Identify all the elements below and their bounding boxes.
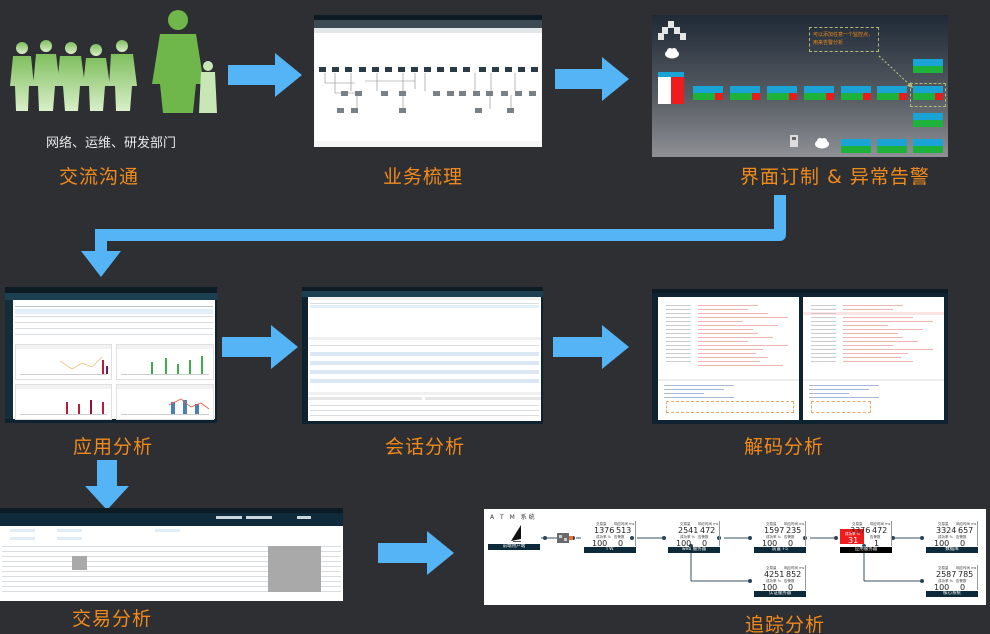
monitor-node-card-highlighted[interactable] (910, 83, 946, 107)
decode-pane-left (658, 297, 799, 420)
server-cluster-icon (658, 21, 686, 40)
decode-pane-right (803, 297, 944, 420)
alert-indicator (840, 529, 864, 544)
trace-node[interactable]: 交易量 响应时间 ms 2541 472 成功率 % 告警数 100 0 web… (668, 521, 720, 553)
node-resp-time: 657 (958, 526, 974, 535)
node-resp-time: 472 (700, 526, 716, 535)
monitor-node-card[interactable] (841, 86, 871, 104)
trace-node-alert[interactable]: 交易量 响应时间 ms 3376 472 成功率 % 告警数 31 1 应用服务… (840, 521, 892, 553)
business-topology-screenshot (314, 15, 542, 147)
stage-title-ui-custom-alert: 界面订制 & 异常告警 (740, 166, 930, 188)
trace-analysis-diagram: A T M 系统 (484, 509, 986, 605)
stage-title-app-analysis: 应用分析 (73, 436, 154, 458)
summary-card (658, 72, 684, 104)
node-alarm-count: 0 (618, 539, 624, 548)
trace-node[interactable]: 交易量 响应时间 ms 3324 657 成功率 % 告警数 100 0 数据库 (926, 521, 978, 553)
monitor-node-card[interactable] (913, 113, 943, 131)
node-volume: 2541 (678, 526, 699, 535)
node-resp-time: 852 (786, 570, 802, 579)
stage-title-business-mapping: 业务梳理 (383, 166, 464, 188)
stage-subtitle-departments: 网络、运维、研发部门 (46, 136, 177, 151)
stage-title-decode-analysis: 解码分析 (744, 436, 825, 458)
monitor-node-card[interactable] (913, 59, 943, 77)
cloud-icon (665, 48, 679, 59)
node-alarm-count: 0 (788, 539, 794, 548)
arrow-right-icon (553, 325, 629, 369)
node-resp-time: 513 (616, 526, 632, 535)
client-monitor-icon (511, 525, 521, 542)
redacted-block (268, 546, 321, 592)
node-alarm-count: 0 (788, 583, 794, 592)
trace-node[interactable]: 交易量 响应时间 ms 1376 513 成功率 % 告警数 100 0 I W (584, 521, 636, 553)
node-volume: 1376 (594, 526, 615, 535)
node-success-rate: 100 (934, 583, 950, 592)
callout-connector (878, 55, 913, 88)
node-volume: 4251 (764, 570, 785, 579)
session-analysis-screenshot (302, 287, 543, 424)
monitor-node-card[interactable] (913, 139, 943, 157)
monitor-node-card[interactable] (877, 86, 907, 104)
stage-title-transaction-analysis: 交易分析 (72, 608, 153, 630)
monitor-node-card[interactable] (877, 139, 907, 157)
alert-callout-note: 可以添加任意一个监控点，用来告警分析 (809, 27, 879, 52)
monitor-node-card[interactable] (841, 139, 871, 157)
node-name: web 服务器 (668, 547, 720, 553)
monitor-node-card[interactable] (730, 86, 760, 104)
cloud-icon (815, 138, 829, 149)
node-resp-time: 235 (786, 526, 802, 535)
arrow-bent-down-icon (81, 195, 786, 277)
client-node-name: 前端用户端 (488, 544, 540, 550)
node-name: 核心系统 (926, 591, 978, 597)
trace-system-title: A T M 系统 (490, 514, 537, 521)
node-success-rate: 100 (762, 583, 778, 592)
node-alarm-count: 0 (960, 539, 966, 548)
node-resp-time: 472 (872, 526, 888, 535)
trace-node[interactable]: 交易量 响应时间 ms 4251 852 成功率 % 告警数 100 0 认证服… (754, 565, 806, 597)
node-name: I W (584, 547, 636, 553)
node-volume: 2587 (936, 570, 957, 579)
node-volume: 3376 (850, 526, 871, 535)
node-success-rate: 100 (592, 539, 608, 548)
arrow-right-icon (228, 53, 302, 97)
arrow-right-icon (222, 325, 298, 369)
stage-title-trace-analysis: 追踪分析 (745, 614, 826, 634)
redacted-block (72, 556, 87, 570)
node-alarm-count: 0 (702, 539, 708, 548)
node-success-rate: 100 (934, 539, 950, 548)
app-analysis-screenshot (5, 287, 217, 423)
monitor-node-card[interactable] (693, 86, 723, 104)
firewall-icon (557, 533, 573, 543)
node-name: 认证服务器 (754, 591, 806, 597)
monitor-node-card[interactable] (804, 86, 834, 104)
node-name: 前置 F5 (754, 547, 806, 553)
trace-node[interactable]: 交易量 响应时间 ms 1597 235 成功率 % 告警数 100 0 前置 … (754, 521, 806, 553)
node-success-rate: 100 (762, 539, 778, 548)
node-success-rate: 100 (676, 539, 692, 548)
people-silhouettes-icon (10, 10, 217, 113)
trace-node[interactable]: 交易量 响应时间 ms 2587 785 成功率 % 告警数 100 0 核心系… (926, 565, 978, 597)
node-name: 应用服务器 (840, 547, 892, 553)
stage-title-communication: 交流沟通 (59, 166, 140, 188)
arrow-right-icon (378, 531, 454, 575)
node-success-rate: 31 (848, 536, 859, 545)
node-name: 数据库 (926, 547, 978, 553)
decode-analysis-screenshot (652, 289, 948, 424)
node-alarm-count: 0 (960, 583, 966, 592)
alert-dashboard-screenshot (652, 15, 948, 157)
arrow-down-icon (85, 460, 129, 510)
stage-title-session-analysis: 会话分析 (385, 436, 466, 458)
node-volume: 1597 (764, 526, 785, 535)
trace-connections (541, 536, 924, 583)
node-resp-time: 785 (958, 570, 974, 579)
atm-device-icon (790, 135, 798, 147)
transaction-analysis-screenshot (0, 508, 343, 601)
arrow-right-icon (555, 57, 629, 101)
node-volume: 3324 (936, 526, 957, 535)
node-alarm-count: 1 (874, 539, 880, 548)
monitor-node-card[interactable] (767, 86, 797, 104)
